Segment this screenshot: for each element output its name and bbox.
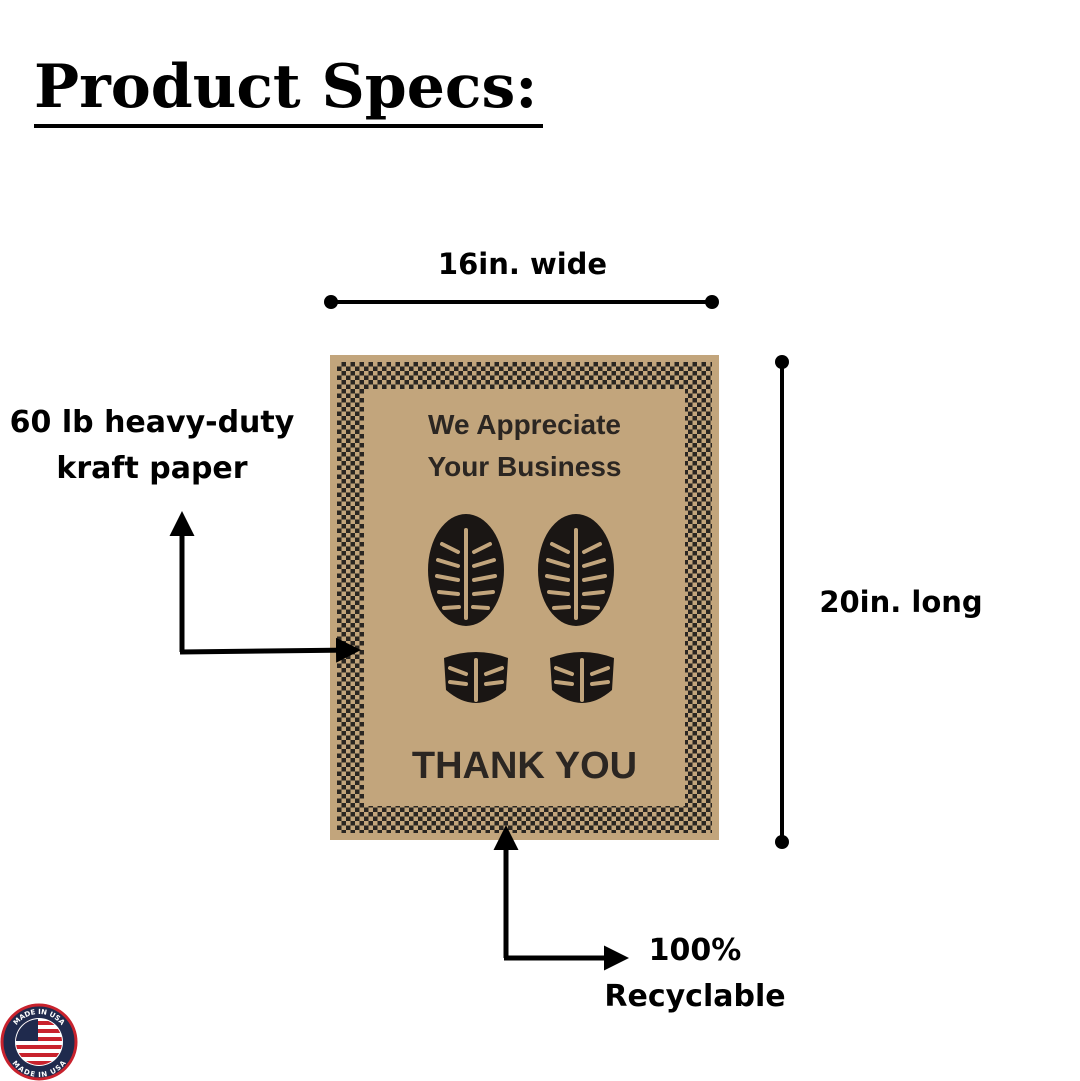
boot-print-icon — [426, 512, 616, 705]
recyclable-callout-line2: Recyclable — [604, 979, 786, 1014]
made-in-usa-badge-icon: MADE IN USA MADE IN USA — [0, 1003, 78, 1081]
length-label: 20in. long — [819, 585, 983, 619]
mat-center-field — [364, 389, 685, 806]
length-dimension-line — [775, 355, 789, 849]
mat-heading-line2: Your Business — [427, 451, 622, 482]
recyclable-callout-line1: 100% — [648, 933, 742, 968]
mat-thank-you: THANK YOU — [411, 745, 638, 787]
width-label: 16in. wide — [437, 247, 608, 281]
material-callout: 60 lb heavy-duty kraft paper — [0, 400, 304, 492]
material-callout-line2: kraft paper — [56, 451, 248, 486]
mat-heading-line1: We Appreciate — [428, 409, 621, 440]
material-callout-line1: 60 lb heavy-duty — [9, 405, 295, 440]
page-title: Product Specs: — [34, 50, 544, 128]
width-dimension-line — [324, 295, 719, 309]
recyclable-callout: 100% Recyclable — [588, 928, 802, 1020]
mat-heading: We Appreciate Your Business — [364, 404, 685, 488]
